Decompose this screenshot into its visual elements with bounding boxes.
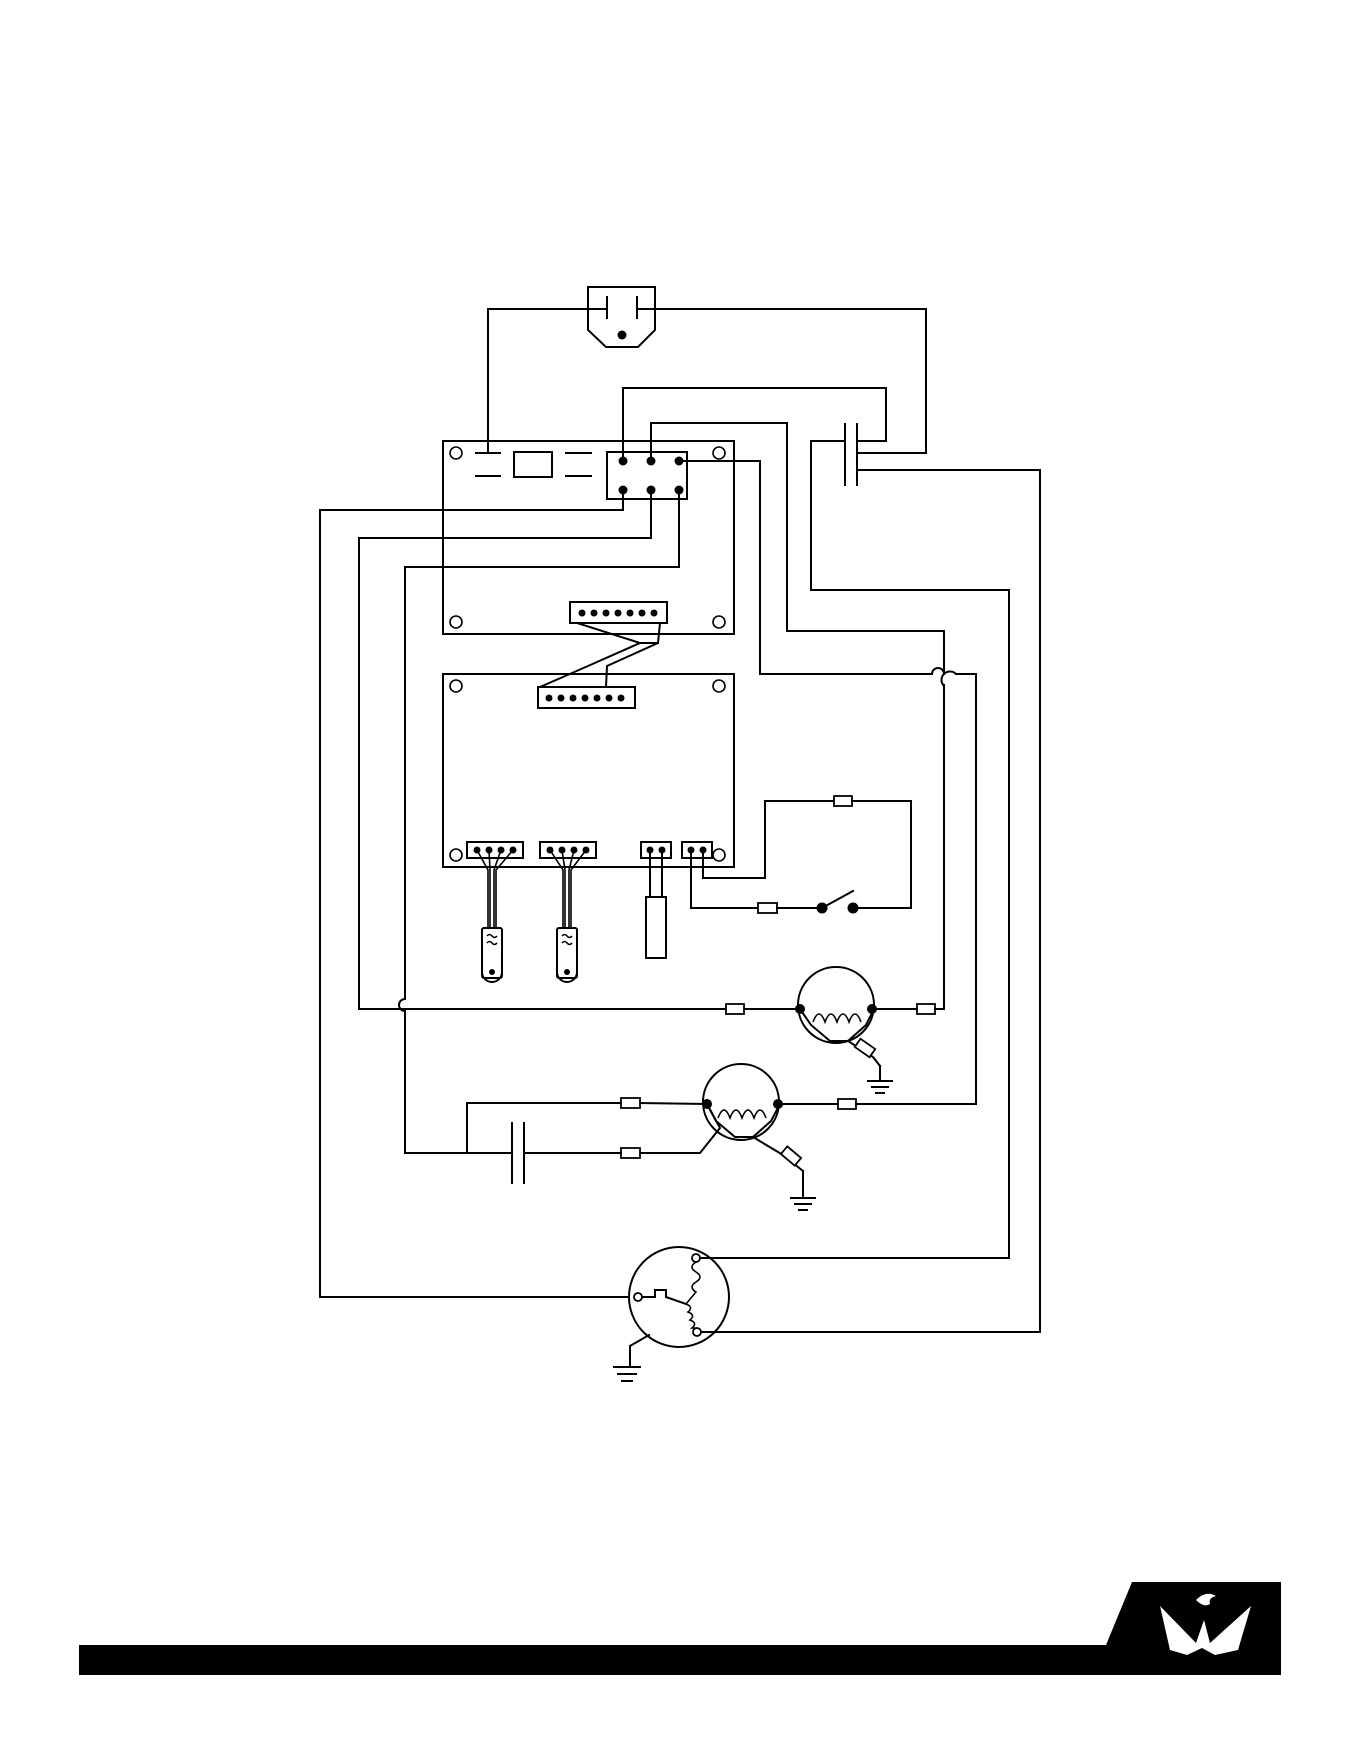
wire-plug-right	[637, 309, 926, 453]
footer-bar	[79, 1582, 1281, 1675]
compressor	[614, 1247, 729, 1381]
start-capacitor	[405, 1123, 621, 1183]
temperature-sensor	[477, 850, 513, 982]
control-board	[443, 674, 734, 867]
connector-ribbon	[540, 623, 660, 687]
upper-connector-pins	[579, 610, 658, 617]
wire-relay-1	[623, 388, 886, 461]
condenser-fan-motor	[467, 1064, 976, 1210]
power-plug	[588, 287, 655, 347]
fan-motor	[726, 967, 944, 1093]
wire-relay-2	[651, 423, 944, 1009]
wire-relay-6	[399, 490, 679, 1153]
temperature-sensor	[550, 850, 586, 982]
